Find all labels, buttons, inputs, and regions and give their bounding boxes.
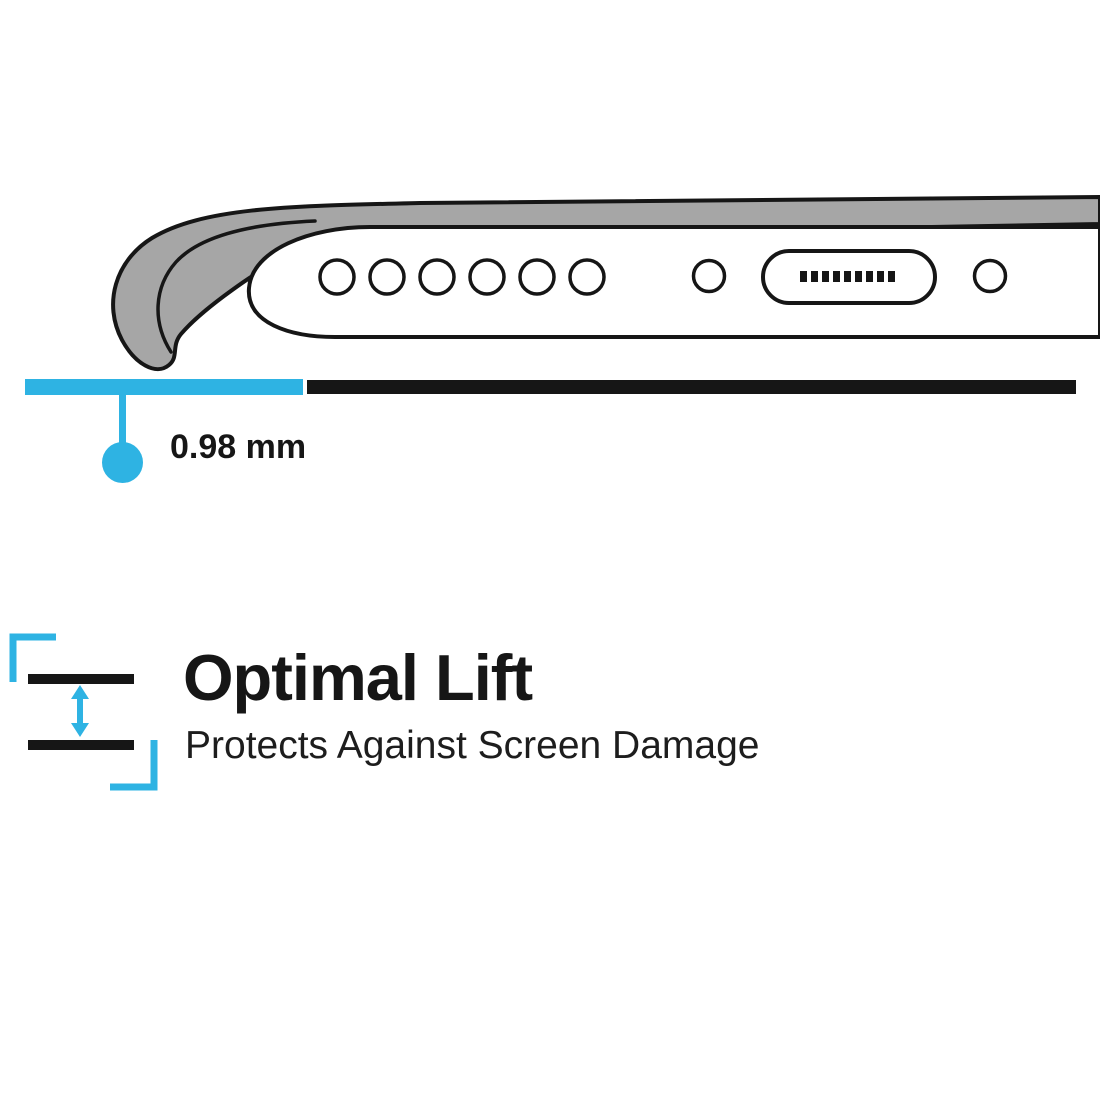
speaker-hole — [568, 258, 606, 296]
feature-subtitle: Protects Against Screen Damage — [185, 724, 760, 767]
feature-title: Optimal Lift — [183, 641, 533, 714]
speaker-hole — [368, 258, 406, 296]
vertical-range-arrow-icon — [71, 685, 89, 737]
measurement-pointer-line — [119, 393, 126, 447]
lower-surface-line — [28, 740, 134, 750]
surface-bar — [307, 380, 1076, 394]
screw-hole-left — [691, 258, 727, 294]
measurement-pointer-dot — [102, 442, 143, 483]
speaker-hole — [318, 258, 356, 296]
phone-bottom-diagram — [111, 195, 1100, 372]
corner-bracket-bottom-right — [110, 740, 158, 791]
speaker-hole — [418, 258, 456, 296]
measurement-label: 0.98 mm — [170, 428, 307, 466]
screw-hole-right — [972, 258, 1008, 294]
charging-port-pins — [800, 271, 895, 282]
upper-surface-line — [28, 674, 134, 684]
lift-gap-bar — [25, 379, 303, 395]
speaker-hole — [468, 258, 506, 296]
lift-range-icon — [9, 633, 158, 791]
speaker-hole — [518, 258, 556, 296]
case-inner-edge — [156, 219, 317, 354]
corner-bracket-top-left — [9, 633, 56, 682]
speaker-holes — [318, 258, 606, 296]
